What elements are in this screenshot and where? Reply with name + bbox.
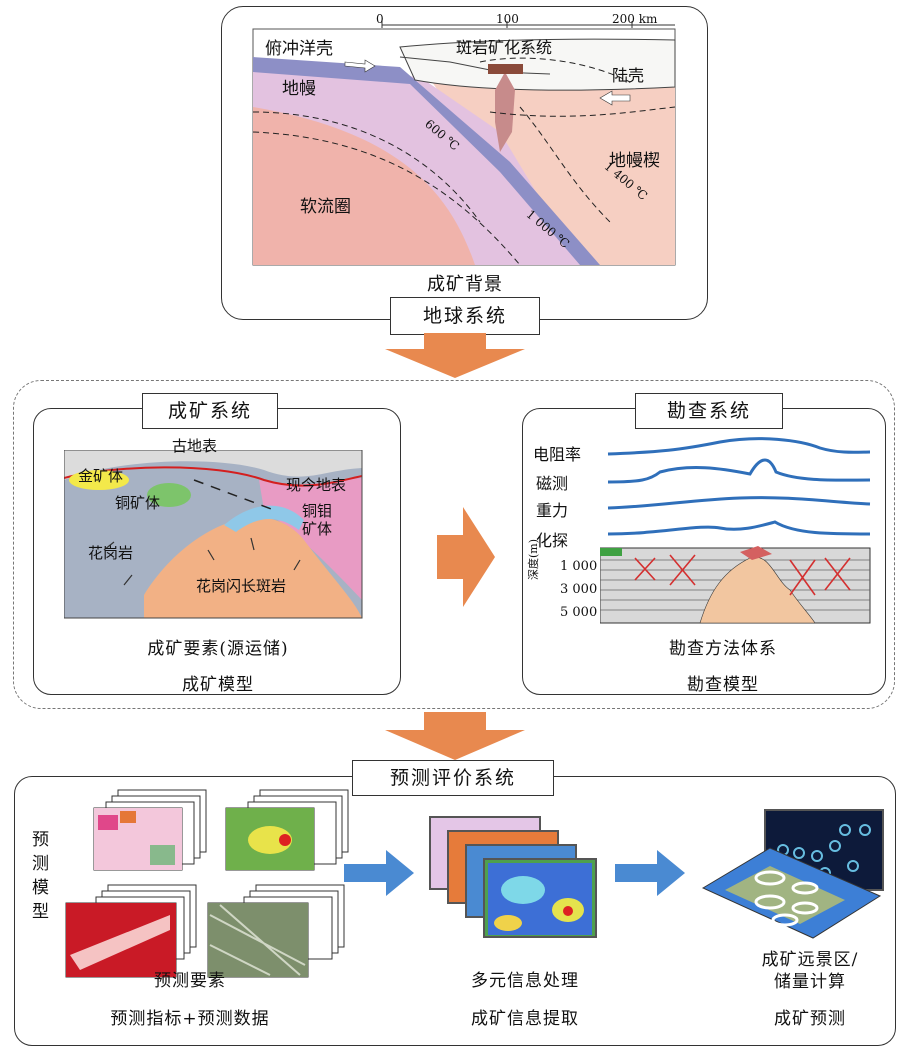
arrow-right-blue-1 [344,850,414,896]
side-char-4: 型 [32,902,49,922]
label-resistivity: 电阻率 [533,445,582,464]
side-char-3: 模 [32,878,49,898]
side-char-1: 预 [32,830,49,850]
label-depth-1000: 1 000 [560,559,598,574]
label-paleo-surface: 古地表 [172,437,218,455]
caption-multi-info: 多元信息处理 [471,971,579,991]
prediction-system-title: 预测评价系统 [352,760,554,796]
arrow-down-1 [385,333,525,378]
exploration-system-title: 勘查系统 [635,393,783,429]
prospect-maps [701,809,884,939]
label-present-surface: 现今地表 [286,476,347,494]
label-depth-axis: 深度(m) [527,538,540,580]
scale-label-100: 100 [496,12,519,26]
arrow-right-blue-2 [615,850,685,896]
side-char-2: 测 [32,854,49,874]
label-cumo-ore-2: 矿体 [302,520,333,538]
label-depth-5000: 5 000 [560,605,598,620]
caption-prospect-area: 成矿远景区/ [761,950,859,970]
label-granite: 花岗岩 [88,544,134,562]
label-gold-ore: 金矿体 [78,467,124,485]
caption-methods: 勘查方法体系 [669,639,777,659]
caption-info-extraction: 成矿信息提取 [471,1009,579,1029]
label-granodiorite-porphyry: 花岗闪长斑岩 [196,577,287,595]
label-mantle-wedge: 地幔楔 [609,151,660,171]
caption-prediction-elements: 预测要素 [154,971,226,991]
middle-dashed-frame [13,380,895,709]
geophysical-profiles [600,437,871,624]
label-geochem: 化探 [536,531,569,550]
label-porphyry-system: 斑岩矿化系统 [456,38,553,57]
label-oceanic-crust: 俯冲洋壳 [265,39,333,59]
caption-mineral-model: 成矿模型 [182,675,254,695]
label-cumo-ore-1: 铜钼 [302,502,333,520]
arrow-down-2 [385,712,525,760]
caption-prediction-indicators: 预测指标+预测数据 [110,1009,270,1029]
prediction-model-side-label: 预 测 模 型 [32,828,52,924]
caption-exploration-model: 勘查模型 [687,675,759,695]
caption-reserve: 储量计算 [774,972,846,992]
label-asthenosphere: 软流圈 [300,197,351,217]
caption-prediction: 成矿预测 [774,1009,846,1029]
mineral-system-title: 成矿系统 [142,393,278,429]
scale-label-0: 0 [376,12,384,26]
arrow-right-middle [437,507,495,607]
multi-information-stack [429,816,597,938]
label-continental-crust: 陆壳 [612,66,645,85]
prediction-element-maps [65,789,349,978]
scale-label-200: 200 km [612,12,658,26]
label-magnetic: 磁测 [536,474,569,493]
mineral-system-section [64,450,363,619]
subduction-diagram [252,21,676,266]
caption-elements: 成矿要素(源运储) [147,639,289,659]
label-depth-3000: 3 000 [560,582,598,597]
earth-system-title: 地球系统 [390,297,540,335]
label-gravity: 重力 [536,501,569,520]
label-mantle: 地幔 [282,79,316,99]
caption-metallogenic-background: 成矿背景 [427,274,503,295]
label-copper-ore: 铜矿体 [115,494,161,512]
